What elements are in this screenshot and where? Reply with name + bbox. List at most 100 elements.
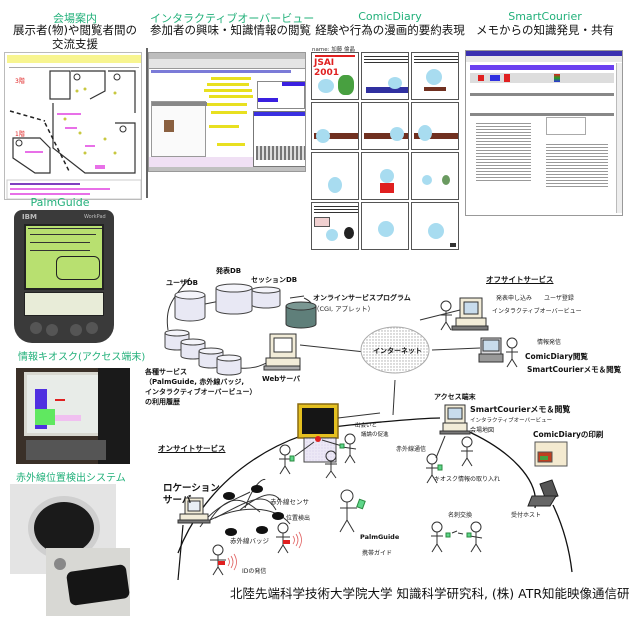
comicdiary-subtitle: 経験や行為の漫画的要約表現 [315, 23, 465, 37]
window-titlebar [149, 53, 305, 59]
label-onsite-services: オンサイトサービス [158, 444, 226, 453]
offsite-computer-icon [451, 297, 489, 331]
comic-panel [361, 102, 409, 150]
comic-panel [311, 102, 359, 150]
venue-guide-subtitle-1: 展示者(物)や閲覧者間の [13, 23, 137, 37]
label-services-4: の利用履歴 [145, 398, 180, 406]
kiosk-photo [16, 368, 130, 464]
label-ir-badge: 赤外線バッジ [230, 537, 269, 545]
comic-panel [311, 152, 359, 200]
presentation-db-icon [215, 283, 253, 315]
connector-line [392, 379, 396, 416]
ir-badge-icon [283, 540, 290, 544]
label-info-send: 情報発信 [537, 339, 562, 346]
label-internet: インターネット [373, 347, 422, 355]
palm-button[interactable] [30, 322, 42, 334]
label-web-server: Webサーバ [262, 375, 301, 383]
reception-laptop-icon [527, 479, 559, 507]
label-online-program-sub: （CGI, アプレット） [313, 305, 375, 313]
label-sc-memo-view: SmartCourierメモ＆閲覧 [470, 405, 571, 414]
palm-graffiti-area [24, 292, 104, 316]
venue-guide-title: 会場案内 [53, 12, 97, 25]
palm-device: IBM WorkPad [14, 210, 114, 343]
label-encounter-1: 出会いと [355, 423, 378, 429]
scrollbar[interactable] [616, 63, 622, 213]
comic-panel [311, 202, 359, 250]
comicdiary-title: ComicDiary [358, 10, 422, 23]
host-line [552, 504, 573, 573]
person-icon [339, 489, 357, 533]
connector-line [299, 344, 366, 353]
person-icon [506, 337, 518, 368]
comic-cover-title: JSAI 2001 [314, 58, 340, 78]
comic-panel [411, 202, 459, 250]
comicdiary-name-label: name: 加藤 倫晶 [312, 47, 355, 53]
person-icon [440, 300, 452, 331]
public-display-icon [297, 403, 339, 463]
offsite-laptop-icon [478, 337, 504, 363]
label-services-3: インタラクティブオーバービュー） [145, 388, 257, 396]
connector-line [431, 347, 481, 351]
label-presentation-apply: 発表申し込み [496, 295, 533, 302]
person-icon [325, 450, 337, 479]
label-ir-comm: 赤外線通信 [396, 446, 427, 453]
label-user-register: ユーザ登録 [544, 295, 574, 302]
kiosk-monitor [24, 372, 102, 436]
svg-text:3階: 3階 [15, 77, 25, 85]
label-encounter-2: 議論の促進 [361, 432, 389, 438]
ir-system-title: 赤外線位置検出システム [16, 473, 126, 484]
smartcourier-screenshot [465, 50, 623, 216]
comic-panel [411, 102, 459, 150]
label-user-db: ユーザDB [166, 279, 199, 287]
label-comicdiary-view: ComicDiary閲覧 [525, 352, 588, 361]
svg-text:1階: 1階 [15, 130, 25, 138]
venue-map-floorplan: 3階 1階 [6, 70, 141, 199]
badge-icon [339, 443, 345, 449]
label-ir-sensor: 赤外線センサ [270, 498, 309, 506]
palm-screen [24, 224, 104, 290]
person-icon [210, 544, 226, 576]
person-icon [461, 436, 473, 467]
internet-cloud-icon [360, 326, 430, 374]
palm-button[interactable] [46, 324, 58, 336]
exchange-arrow-icon [451, 530, 464, 535]
server-line [177, 524, 184, 581]
label-offsite-overview: インタラクティブオーバービュー [492, 308, 582, 315]
palm-button[interactable] [86, 322, 98, 334]
comic-panel [411, 52, 459, 100]
connector-line [166, 277, 191, 331]
label-portable-guide: 携帯ガイド [362, 550, 393, 557]
comic-panel [361, 52, 409, 100]
user-db-icon [174, 290, 206, 322]
ir-sensor-node [272, 512, 284, 520]
label-position-detect: 位置検出 [286, 515, 311, 522]
connector-line [289, 295, 305, 299]
badge-icon [437, 464, 443, 471]
palm-button[interactable] [70, 324, 82, 336]
label-smartcourier-memo: SmartCourierメモ＆閲覧 [527, 365, 622, 374]
label-presentation-db: 発表DB [216, 267, 242, 275]
interactive-overview-title: インタラクティブオーバービュー [150, 12, 315, 25]
footer-credits: 北陸先端科学技術大学院大学 知識科学研究科, (株) ATR知能映像通信研究所 [230, 586, 630, 601]
label-id-send: IDの発信 [242, 568, 267, 575]
access-terminal-icon [439, 404, 471, 435]
palm-device-icon [356, 498, 366, 510]
label-offsite-services: オフサイトサービス [486, 275, 554, 284]
label-palmguide: PalmGuide [360, 533, 400, 541]
label-access-terminal: アクセス端末 [434, 393, 476, 401]
ir-signal-icon [227, 553, 237, 571]
comic-panel [361, 152, 409, 200]
venue-guide-subtitle-2: 交流支援 [52, 37, 98, 51]
label-reception-host: 受付ホスト [511, 512, 542, 519]
profile-window [151, 101, 207, 157]
session-db-icon [251, 286, 281, 309]
ir-sensor-node [223, 492, 235, 500]
label-card-exchange: 名刺交換 [448, 512, 473, 519]
web-server-icon [263, 333, 301, 371]
smartcourier-subtitle: メモからの知識発見・共有 [476, 23, 614, 37]
label-session-db: セッションDB [251, 276, 298, 284]
label-services-1: 各種サービス [145, 368, 187, 376]
profile-photo [164, 120, 174, 132]
palm-model: WorkPad [84, 214, 106, 220]
service-log-db-icons [164, 329, 242, 376]
